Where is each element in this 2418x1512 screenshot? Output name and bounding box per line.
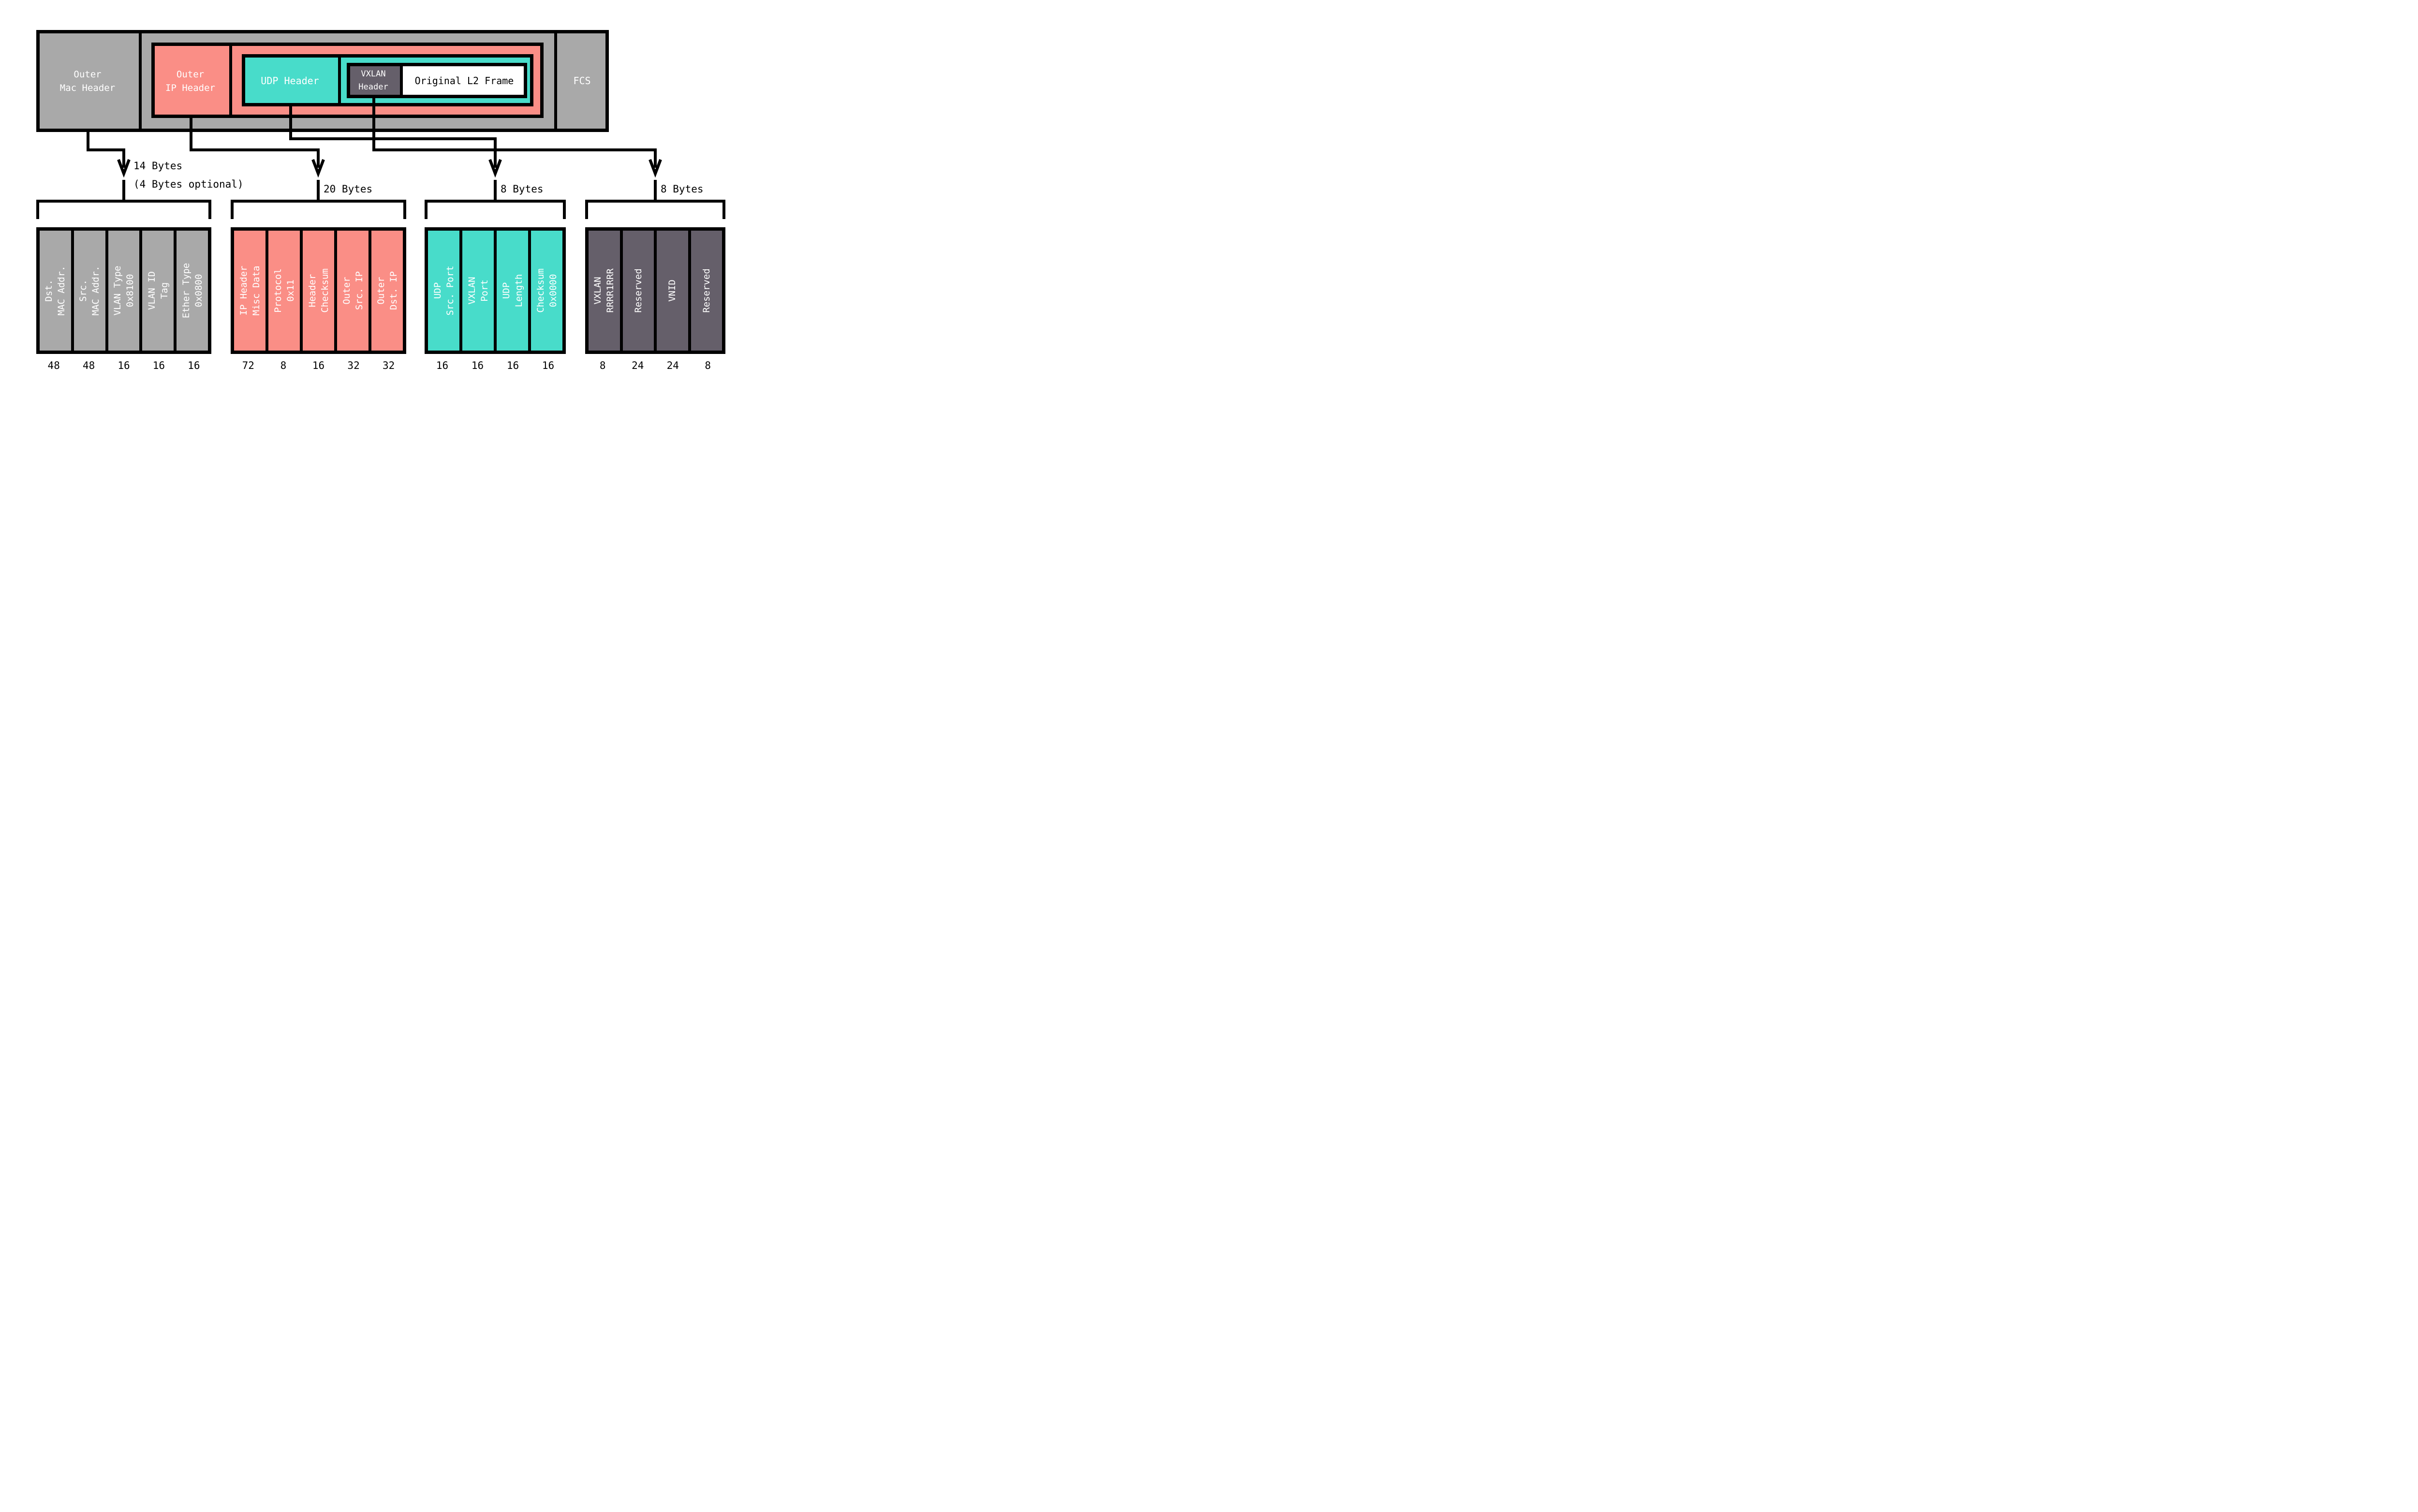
vxlan-bits-row: 8 24 24 8 xyxy=(585,360,725,371)
field-cell-outer-dst-ip: Outer Dst. IP xyxy=(369,231,403,351)
bits-value: 48 xyxy=(82,360,95,371)
udp-bits-row: 16 16 16 16 xyxy=(425,360,566,371)
bits-value: 16 xyxy=(542,360,555,371)
field-cell-udp-length: UDP Length xyxy=(494,231,528,351)
arrow-down-icon xyxy=(488,159,502,178)
field-cell-vxlan-flags: VXLAN RRRR1RRR xyxy=(592,268,616,313)
udp-label-divider xyxy=(338,57,341,104)
bits-value: 16 xyxy=(312,360,325,371)
field-cell-vxlan-port: VXLAN Port xyxy=(459,231,494,351)
field-cell-protocol: Protocol 0x11 xyxy=(265,231,300,351)
bits-value: 16 xyxy=(436,360,449,371)
field-cell-ip-misc: IP Header Misc Data xyxy=(238,265,262,316)
vxlan-l2-divider xyxy=(400,66,403,95)
mac-connector-line xyxy=(36,132,211,219)
outer-ip-label-divider xyxy=(229,45,232,116)
arrow-down-icon xyxy=(649,159,662,178)
field-cell-vlan-id: VLAN ID Tag xyxy=(139,231,174,351)
bits-value: 32 xyxy=(383,360,395,371)
bits-value: 8 xyxy=(705,360,711,371)
bits-value: 24 xyxy=(666,360,679,371)
field-cell-header-checksum: Header Checksum xyxy=(300,231,334,351)
outer-mac-section-divider xyxy=(139,32,142,130)
bits-value: 48 xyxy=(47,360,60,371)
outer-mac-fields-table: Dst. MAC Addr. Src. MAC Addr. VLAN Type … xyxy=(36,227,211,354)
arrow-down-icon xyxy=(311,159,325,178)
field-cell-ether-type: Ether Type 0x0800 xyxy=(174,231,208,351)
bits-value: 8 xyxy=(280,360,287,371)
bits-value: 16 xyxy=(118,360,130,371)
udp-header-label: UDP Header xyxy=(261,75,319,87)
field-cell-vlan-type: VLAN Type 0x8100 xyxy=(105,231,140,351)
field-cell-src-mac: Src. MAC Addr. xyxy=(71,231,105,351)
vxlan-header-label: VXLAN Header xyxy=(358,69,388,92)
bits-value: 16 xyxy=(506,360,519,371)
bracket-outer-ip xyxy=(231,200,406,219)
bits-value: 16 xyxy=(152,360,165,371)
udp-bytes-note: 8 Bytes xyxy=(501,183,544,195)
outer-mac-header-label: Outer Mac Header xyxy=(59,69,116,93)
field-cell-reserved-1: Reserved xyxy=(619,231,654,351)
original-l2-frame-label: Original L2 Frame xyxy=(414,75,514,87)
bits-value: 8 xyxy=(599,360,606,371)
bracket-outer-mac xyxy=(36,200,211,219)
vxlan-header-box xyxy=(350,66,400,95)
field-cell-reserved-2: Reserved xyxy=(688,231,722,351)
udp-fields-table: UDP Src. Port VXLAN Port UDP Length Chec… xyxy=(425,227,566,354)
field-cell-udp-src-port: UDP Src. Port xyxy=(432,265,456,316)
vxlan-bytes-note: 8 Bytes xyxy=(661,183,704,195)
field-cell-vnid: VNID xyxy=(654,231,688,351)
ip-bytes-note: 20 Bytes xyxy=(324,183,373,195)
bracket-udp xyxy=(425,200,566,219)
bits-value: 24 xyxy=(632,360,644,371)
bits-value: 16 xyxy=(188,360,200,371)
field-cell-outer-src-ip: Outer Src. IP xyxy=(334,231,369,351)
outer-ip-bits-row: 72 8 16 32 32 xyxy=(231,360,406,371)
mac-bytes-note: 14 Bytes xyxy=(133,160,183,172)
bracket-vxlan xyxy=(585,200,725,219)
bits-value: 72 xyxy=(242,360,254,371)
outer-mac-bits-row: 48 48 16 16 16 xyxy=(36,360,211,371)
outer-ip-fields-table: IP Header Misc Data Protocol 0x11 Header… xyxy=(231,227,406,354)
field-cell-udp-checksum: Checksum 0x0000 xyxy=(528,231,562,351)
vxlan-encapsulation-diagram: Outer Mac Header Outer IP Header UDP Hea… xyxy=(0,0,743,379)
bits-value: 16 xyxy=(471,360,484,371)
mac-optional-note: (4 Bytes optional) xyxy=(133,178,244,190)
fcs-label: FCS xyxy=(573,75,591,87)
outer-ip-header-label: Outer IP Header xyxy=(165,69,215,93)
arrow-down-icon xyxy=(117,159,131,178)
field-cell-dst-mac: Dst. MAC Addr. xyxy=(44,265,67,316)
fcs-section-divider xyxy=(554,32,557,130)
bits-value: 32 xyxy=(347,360,360,371)
vxlan-fields-table: VXLAN RRRR1RRR Reserved VNID Reserved xyxy=(585,227,725,354)
